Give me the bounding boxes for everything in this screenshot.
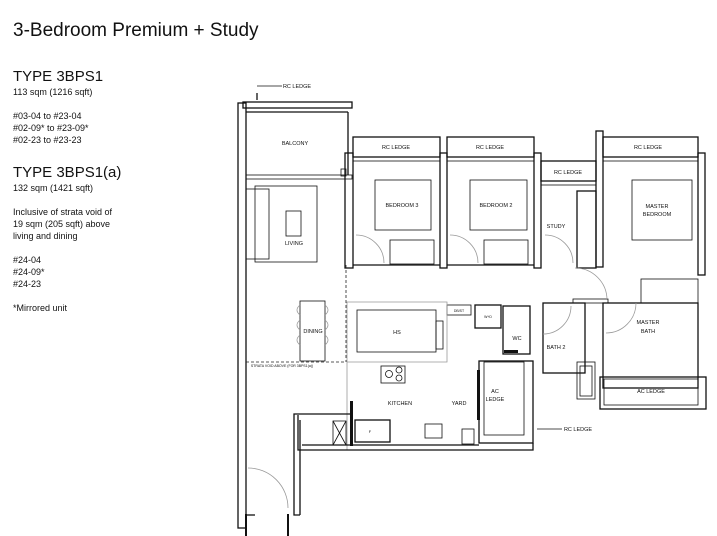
- hs-label: HS: [393, 330, 401, 336]
- strata-void-label: STRATA VOID ABOVE (FOR 3BPS1(a)): [251, 364, 313, 368]
- rc-ledge-label: RC LEDGE: [554, 170, 582, 176]
- wd-label: W+D: [484, 315, 492, 319]
- master-bath-label: MASTER: [637, 320, 660, 326]
- yard-label: YARD: [452, 401, 467, 407]
- fridge-label: F: [369, 429, 372, 434]
- type-name: TYPE 3BPS1: [13, 68, 104, 85]
- living-label: LIVING: [285, 241, 303, 247]
- rc-ledge-label: RC LEDGE: [634, 145, 662, 151]
- study-label: STUDY: [547, 224, 566, 230]
- type-note: living and dining: [13, 231, 78, 241]
- unit-range: #02-09* to #23-09*: [13, 123, 89, 133]
- unit-info-panel: TYPE 3BPS1 113 sqm (1216 sqft) #03-04 to…: [13, 68, 213, 314]
- ac-ledge-label: AC: [491, 389, 499, 395]
- rc-ledge-label: RC LEDGE: [382, 145, 410, 151]
- type-area: 113 sqm (1216 sqft): [13, 87, 93, 97]
- type-note: 19 sqm (205 sqft) above: [13, 219, 111, 229]
- wc-label: WC: [512, 336, 521, 342]
- kitchen-label: KITCHEN: [388, 401, 412, 407]
- type-name: TYPE 3BPS1(a): [13, 164, 122, 181]
- unit-range: #24-04: [13, 255, 42, 265]
- balcony-label: BALCONY: [282, 141, 309, 147]
- footnote: *Mirrored unit: [13, 303, 68, 313]
- walls: [237, 85, 707, 536]
- unit-range: #24-09*: [13, 267, 45, 277]
- unit-range: #24-23: [13, 279, 42, 289]
- bedroom2-label: BEDROOM 2: [479, 203, 512, 209]
- db-st-label: DB/ST: [454, 309, 465, 313]
- type-note: Inclusive of strata void of: [13, 207, 113, 217]
- rc-ledge-label: RC LEDGE: [283, 84, 311, 90]
- rc-ledge-label: RC LEDGE: [476, 145, 504, 151]
- unit-range: #02-23 to #23-23: [13, 135, 82, 145]
- ac-ledge-label: AC LEDGE: [637, 389, 665, 395]
- bedroom3-label: BEDROOM 3: [385, 203, 418, 209]
- ac-ledge-label: LEDGE: [486, 397, 505, 403]
- master-bath-label: BATH: [641, 329, 655, 335]
- rc-ledge-label: RC LEDGE: [564, 427, 592, 433]
- bath2-label: BATH 2: [547, 345, 566, 351]
- type-area: 132 sqm (1421 sqft): [13, 183, 94, 193]
- dining-label: DINING: [303, 329, 322, 335]
- master-bedroom-label: BEDROOM: [643, 212, 672, 218]
- master-bedroom-label: MASTER: [646, 204, 669, 210]
- unit-range: #03-04 to #23-04: [13, 111, 82, 121]
- page-title: 3-Bedroom Premium + Study: [13, 20, 259, 41]
